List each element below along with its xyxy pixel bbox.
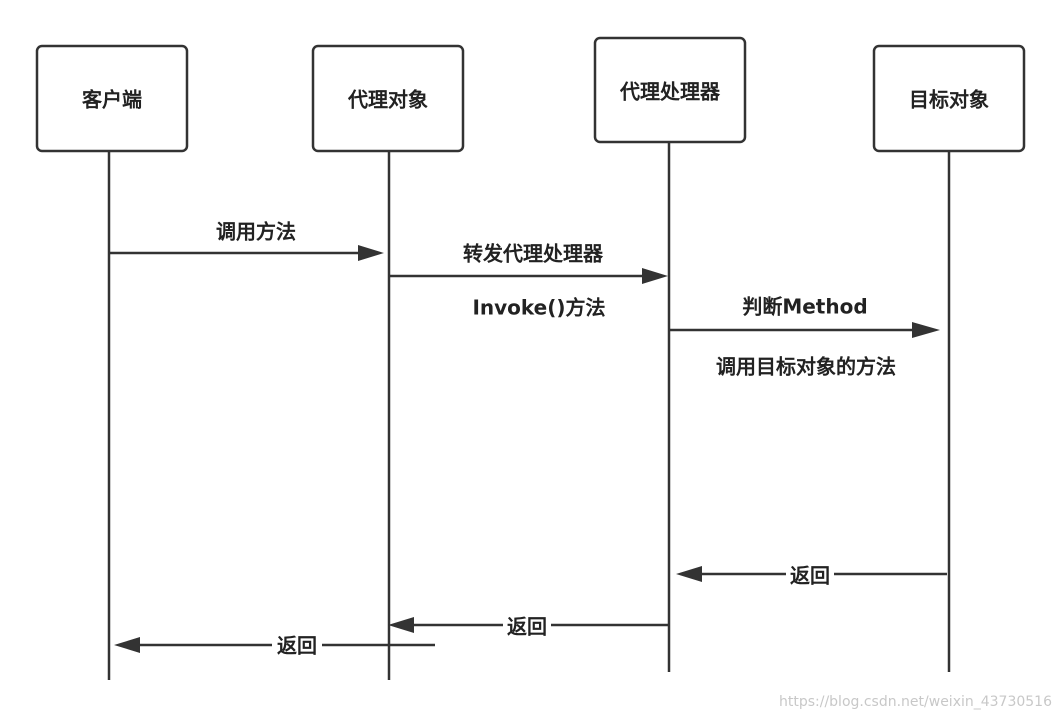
actor-label-proxy: 代理对象	[347, 88, 428, 112]
message-check-method: 判断Method 调用目标对象的方法	[669, 295, 940, 379]
actor-box-handler	[593, 36, 747, 144]
message-label: 转发代理处理器	[463, 242, 604, 266]
message-call-method: 调用方法	[109, 220, 384, 261]
message-label: 返回	[277, 634, 317, 658]
arrow-right-icon	[642, 268, 668, 284]
message-return-handler: 返回	[388, 615, 668, 640]
watermark-text: https://blog.csdn.net/weixin_43730516	[779, 694, 1052, 710]
actor-box-target	[872, 44, 1026, 153]
message-sublabel: Invoke()方法	[472, 296, 605, 320]
label-background	[503, 616, 551, 640]
actor-target: 目标对象	[872, 44, 1026, 153]
actor-box-proxy	[311, 44, 465, 153]
arrow-right-icon	[358, 245, 384, 261]
message-forward-handler: 转发代理处理器 Invoke()方法	[389, 242, 668, 320]
actor-handler: 代理处理器	[593, 36, 747, 144]
message-label: 返回	[507, 615, 547, 639]
arrow-left-icon	[114, 637, 140, 653]
actor-box-client	[35, 44, 189, 153]
message-return-proxy: 返回	[114, 634, 435, 659]
actor-label-handler: 代理处理器	[619, 80, 721, 104]
actor-client: 客户端	[35, 44, 189, 153]
actor-proxy: 代理对象	[311, 44, 465, 153]
message-label: 调用方法	[216, 220, 296, 244]
arrow-right-icon	[912, 322, 940, 338]
message-label: 返回	[790, 564, 830, 588]
arrow-left-icon	[676, 566, 702, 582]
arrow-left-icon	[388, 617, 414, 633]
message-return-target: 返回	[676, 563, 947, 588]
actor-label-client: 客户端	[81, 88, 142, 112]
label-background	[272, 635, 322, 659]
message-label: 判断Method	[742, 295, 867, 319]
actor-label-target: 目标对象	[909, 88, 989, 112]
label-background	[786, 563, 834, 587]
message-sublabel: 调用目标对象的方法	[716, 355, 896, 379]
